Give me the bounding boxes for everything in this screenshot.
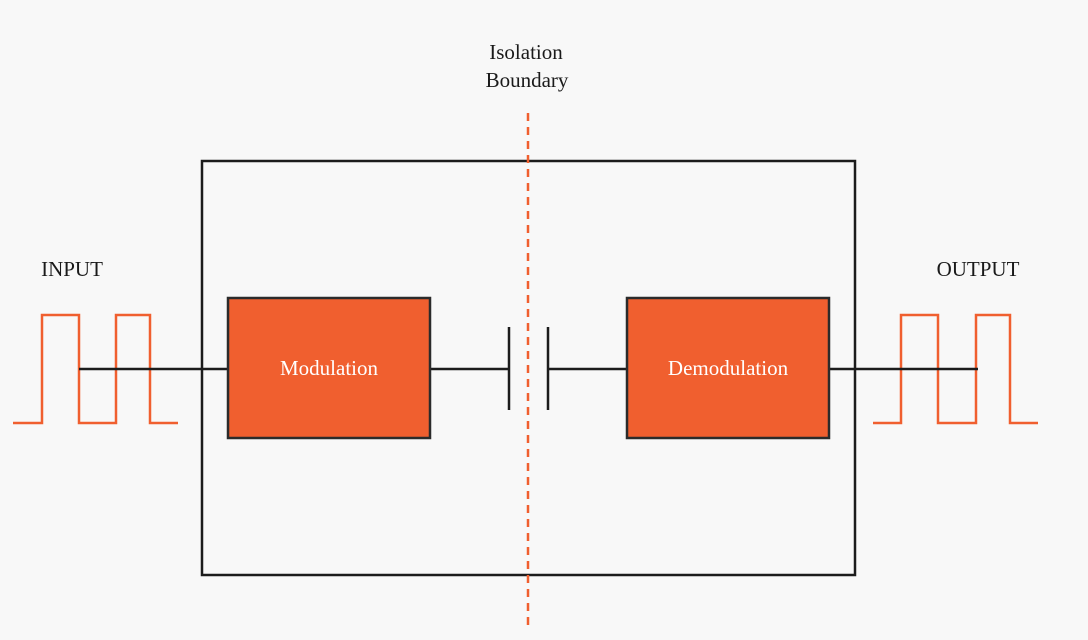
output-label: OUTPUT (937, 257, 1020, 281)
isolation-boundary-caption-line1: Isolation (489, 40, 563, 64)
modulation-label: Modulation (280, 356, 378, 380)
input-label: INPUT (41, 257, 103, 281)
demodulation-label: Demodulation (668, 356, 789, 380)
isolation-boundary-caption-line2: Boundary (486, 68, 569, 92)
modulation-block (226, 296, 432, 440)
demodulation-block (625, 296, 831, 440)
